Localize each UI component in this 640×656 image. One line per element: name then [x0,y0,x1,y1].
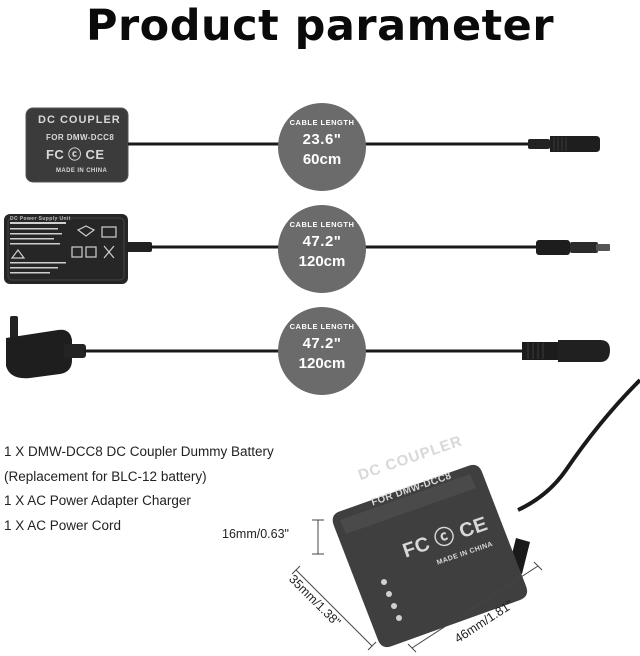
cable-length-cm: 120cm [298,253,346,270]
cable-length-cm: 60cm [302,151,342,168]
cable-length-caption: CABLE LENGTH [289,220,355,229]
page-title: Product parameter [85,1,555,51]
coupler-cable [517,378,640,512]
fcc-ce-icon: FC ⓒ CE [46,147,105,162]
cable-length-inches: 47.2" [302,233,342,250]
figure8-connector [522,340,610,362]
coupler-brand-label: DC COUPLER [38,114,121,126]
list-item: 1 X DMW-DCC8 DC Coupler Dummy Battery [4,444,274,459]
cable-length-inches: 47.2" [302,335,342,352]
dimension-lines [291,519,543,653]
coupler-made-label: MADE IN CHINA [56,168,108,174]
adapter-label: DC Power Supply Unit [10,216,71,222]
cable-length-badge-3: CABLE LENGTH 47.2" 120cm [278,307,366,395]
cable-length-badge-1: CABLE LENGTH 23.6" 60cm [278,103,366,191]
dc-barrel-plug-1 [528,136,600,152]
dc-coupler-large [332,464,530,648]
dc-barrel-plug-2 [536,240,610,255]
cable-length-inches: 23.6" [302,131,342,148]
cable-length-badge-2: CABLE LENGTH 47.2" 120cm [278,205,366,293]
dimension-height: 16mm/0.63" [222,527,289,541]
uk-plug [6,316,86,379]
package-contents-list: 1 X DMW-DCC8 DC Coupler Dummy Battery (R… [4,440,274,538]
list-item: 1 X AC Power Adapter Charger [4,493,191,508]
list-item: (Replacement for BLC-12 battery) [4,468,207,484]
ac-adapter [4,214,128,284]
list-item: 1 X AC Power Cord [4,517,122,533]
cable-length-caption: CABLE LENGTH [289,118,355,127]
cable-length-cm: 120cm [298,355,346,372]
cable-length-caption: CABLE LENGTH [289,322,355,331]
coupler-model-label: FOR DMW-DCC8 [46,133,115,142]
